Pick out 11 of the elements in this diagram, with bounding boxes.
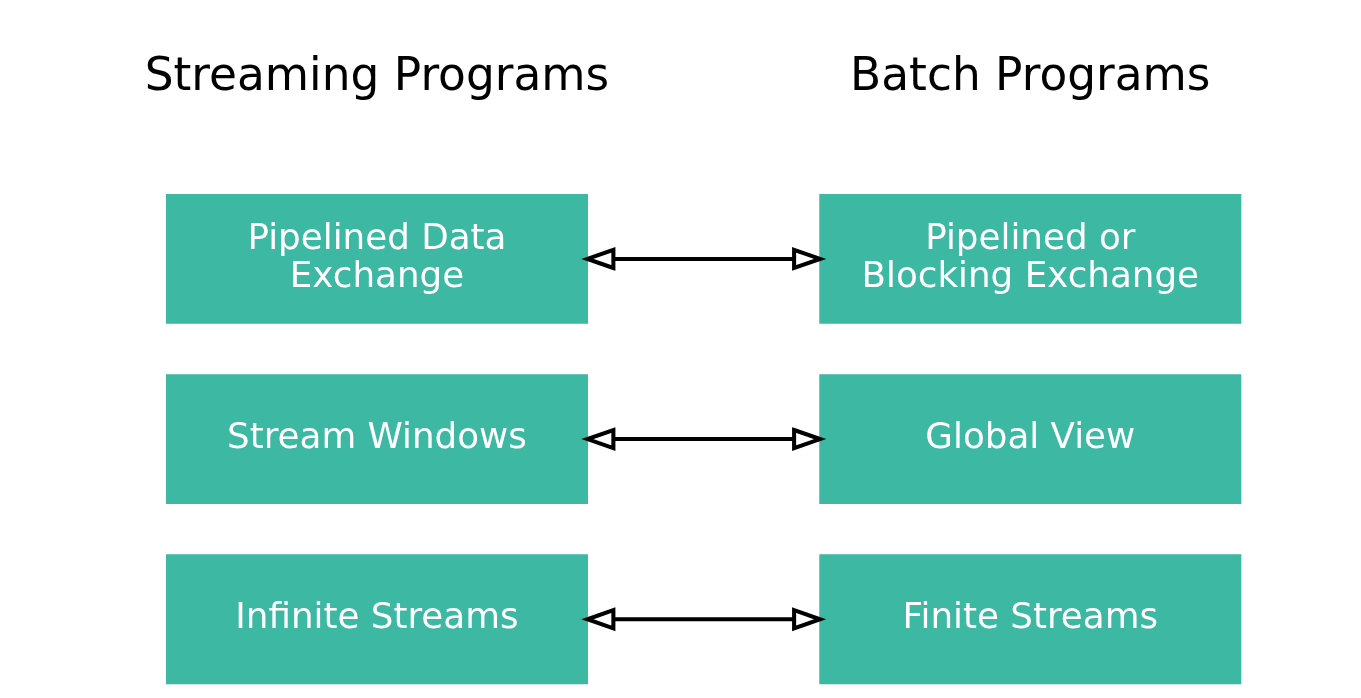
arrow	[581, 607, 827, 632]
node-box: Pipelined or Blocking Exchange	[819, 194, 1242, 324]
node-box: Finite Streams	[819, 554, 1242, 685]
arrow	[581, 246, 827, 271]
label: Streaming Programs	[144, 47, 610, 101]
node-box: Infinite Streams	[165, 554, 588, 685]
node-box: Global View	[819, 374, 1242, 504]
arrow	[581, 427, 827, 452]
node-box: Pipelined Data Exchange	[165, 194, 588, 324]
node-box: Stream Windows	[165, 374, 588, 504]
label: Batch Programs	[850, 47, 1211, 101]
